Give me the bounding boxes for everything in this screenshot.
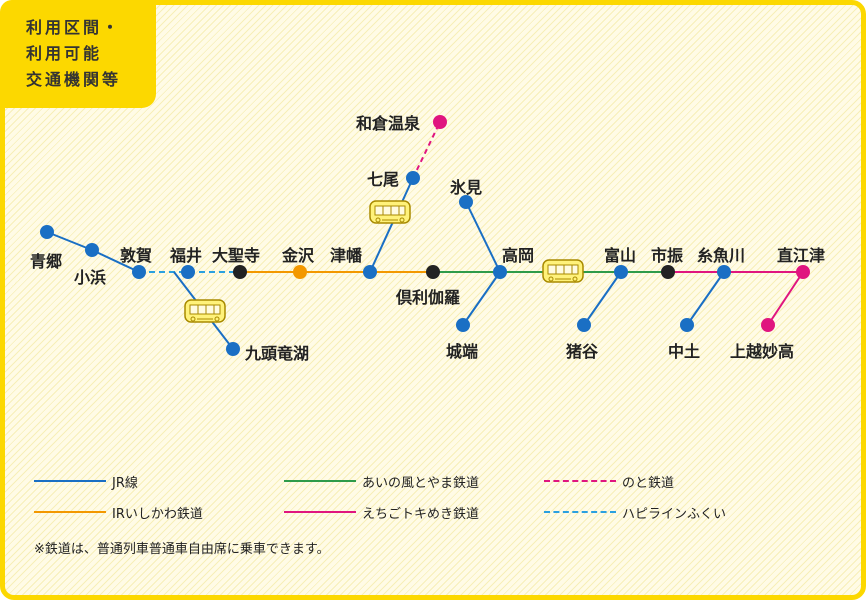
jr-johana-line — [462, 271, 501, 326]
jr-himi-line — [465, 201, 501, 273]
title-line-3: 交通機関等 — [26, 70, 122, 89]
legend-swatch-jr — [34, 480, 106, 482]
station-kanazawa: 金沢 — [282, 246, 315, 265]
station-dot — [293, 265, 307, 279]
train-icon — [184, 299, 226, 323]
station-daishoji: 大聖寺 — [212, 246, 261, 265]
station-dot — [181, 265, 195, 279]
train-icon — [542, 259, 584, 283]
station-dot — [761, 318, 775, 332]
jr-oito-line — [686, 271, 725, 326]
station-kurikara: 倶利伽羅 — [396, 288, 461, 307]
title-line-1: 利用区間・ — [26, 18, 122, 37]
station-tsuruga: 敦賀 — [120, 246, 153, 265]
station-johana: 城端 — [446, 342, 479, 361]
station-fukui: 福井 — [170, 246, 203, 265]
legend-echigo: えちごトキめき鉄道 — [362, 507, 480, 522]
title-box: 利用区間・ 利用可能 交通機関等 — [0, 0, 156, 108]
station-nakatsuchi: 中土 — [668, 342, 701, 361]
noto-railway — [412, 121, 441, 179]
station-dot — [433, 115, 447, 129]
station-himi: 氷見 — [450, 178, 483, 197]
echigo-myoko-line — [767, 271, 804, 326]
footnote: ※鉄道は、普通列車普通車自由席に乗車できます。 — [34, 542, 330, 557]
station-wakura-onsen: 和倉温泉 — [356, 114, 421, 133]
station-toyama: 富山 — [604, 246, 637, 265]
station-takaoka: 高岡 — [502, 246, 535, 265]
jr-nanao-line — [369, 177, 414, 273]
station-tsubata: 津幡 — [330, 246, 363, 265]
legend-swatch-hapiline — [544, 511, 616, 513]
station-inotani: 猪谷 — [566, 342, 599, 361]
station-aogo: 青郷 — [30, 252, 63, 271]
legend-noto: のと鉄道 — [622, 476, 675, 491]
station-dot — [406, 171, 420, 185]
train-icon — [369, 200, 411, 224]
station-dot — [796, 265, 810, 279]
title-line-2: 利用可能 — [26, 44, 103, 63]
station-dot — [226, 342, 240, 356]
legend-hapiline: ハピラインふくい — [622, 507, 727, 522]
station-dot — [717, 265, 731, 279]
legend-swatch-ir — [34, 511, 106, 513]
station-dot — [233, 265, 247, 279]
legend-swatch-ainokaze — [284, 480, 356, 482]
station-itoigawa: 糸魚川 — [697, 246, 746, 265]
station-dot — [614, 265, 628, 279]
station-dot — [40, 225, 54, 239]
legend-ir: IRいしかわ鉄道 — [112, 507, 203, 522]
station-dot — [577, 318, 591, 332]
station-kuzuryuko: 九頭竜湖 — [245, 344, 310, 363]
station-dot — [661, 265, 675, 279]
station-obama: 小浜 — [74, 268, 107, 287]
station-joetsu-myoko: 上越妙高 — [730, 342, 795, 361]
legend-swatch-echigo — [284, 511, 356, 513]
station-dot — [493, 265, 507, 279]
station-dot — [363, 265, 377, 279]
station-dot — [85, 243, 99, 257]
station-dot — [459, 195, 473, 209]
station-dot — [426, 265, 440, 279]
station-ichiburi: 市振 — [651, 246, 684, 265]
legend-swatch-noto — [544, 480, 616, 482]
jr-takayama-line — [583, 271, 622, 326]
station-dot — [456, 318, 470, 332]
station-nanao: 七尾 — [367, 170, 400, 189]
station-dot — [680, 318, 694, 332]
legend-ainokaze: あいの風とやま鉄道 — [362, 476, 480, 491]
station-dot — [132, 265, 146, 279]
legend-jr: JR線 — [112, 476, 138, 491]
station-naoetsu: 直江津 — [777, 246, 826, 265]
